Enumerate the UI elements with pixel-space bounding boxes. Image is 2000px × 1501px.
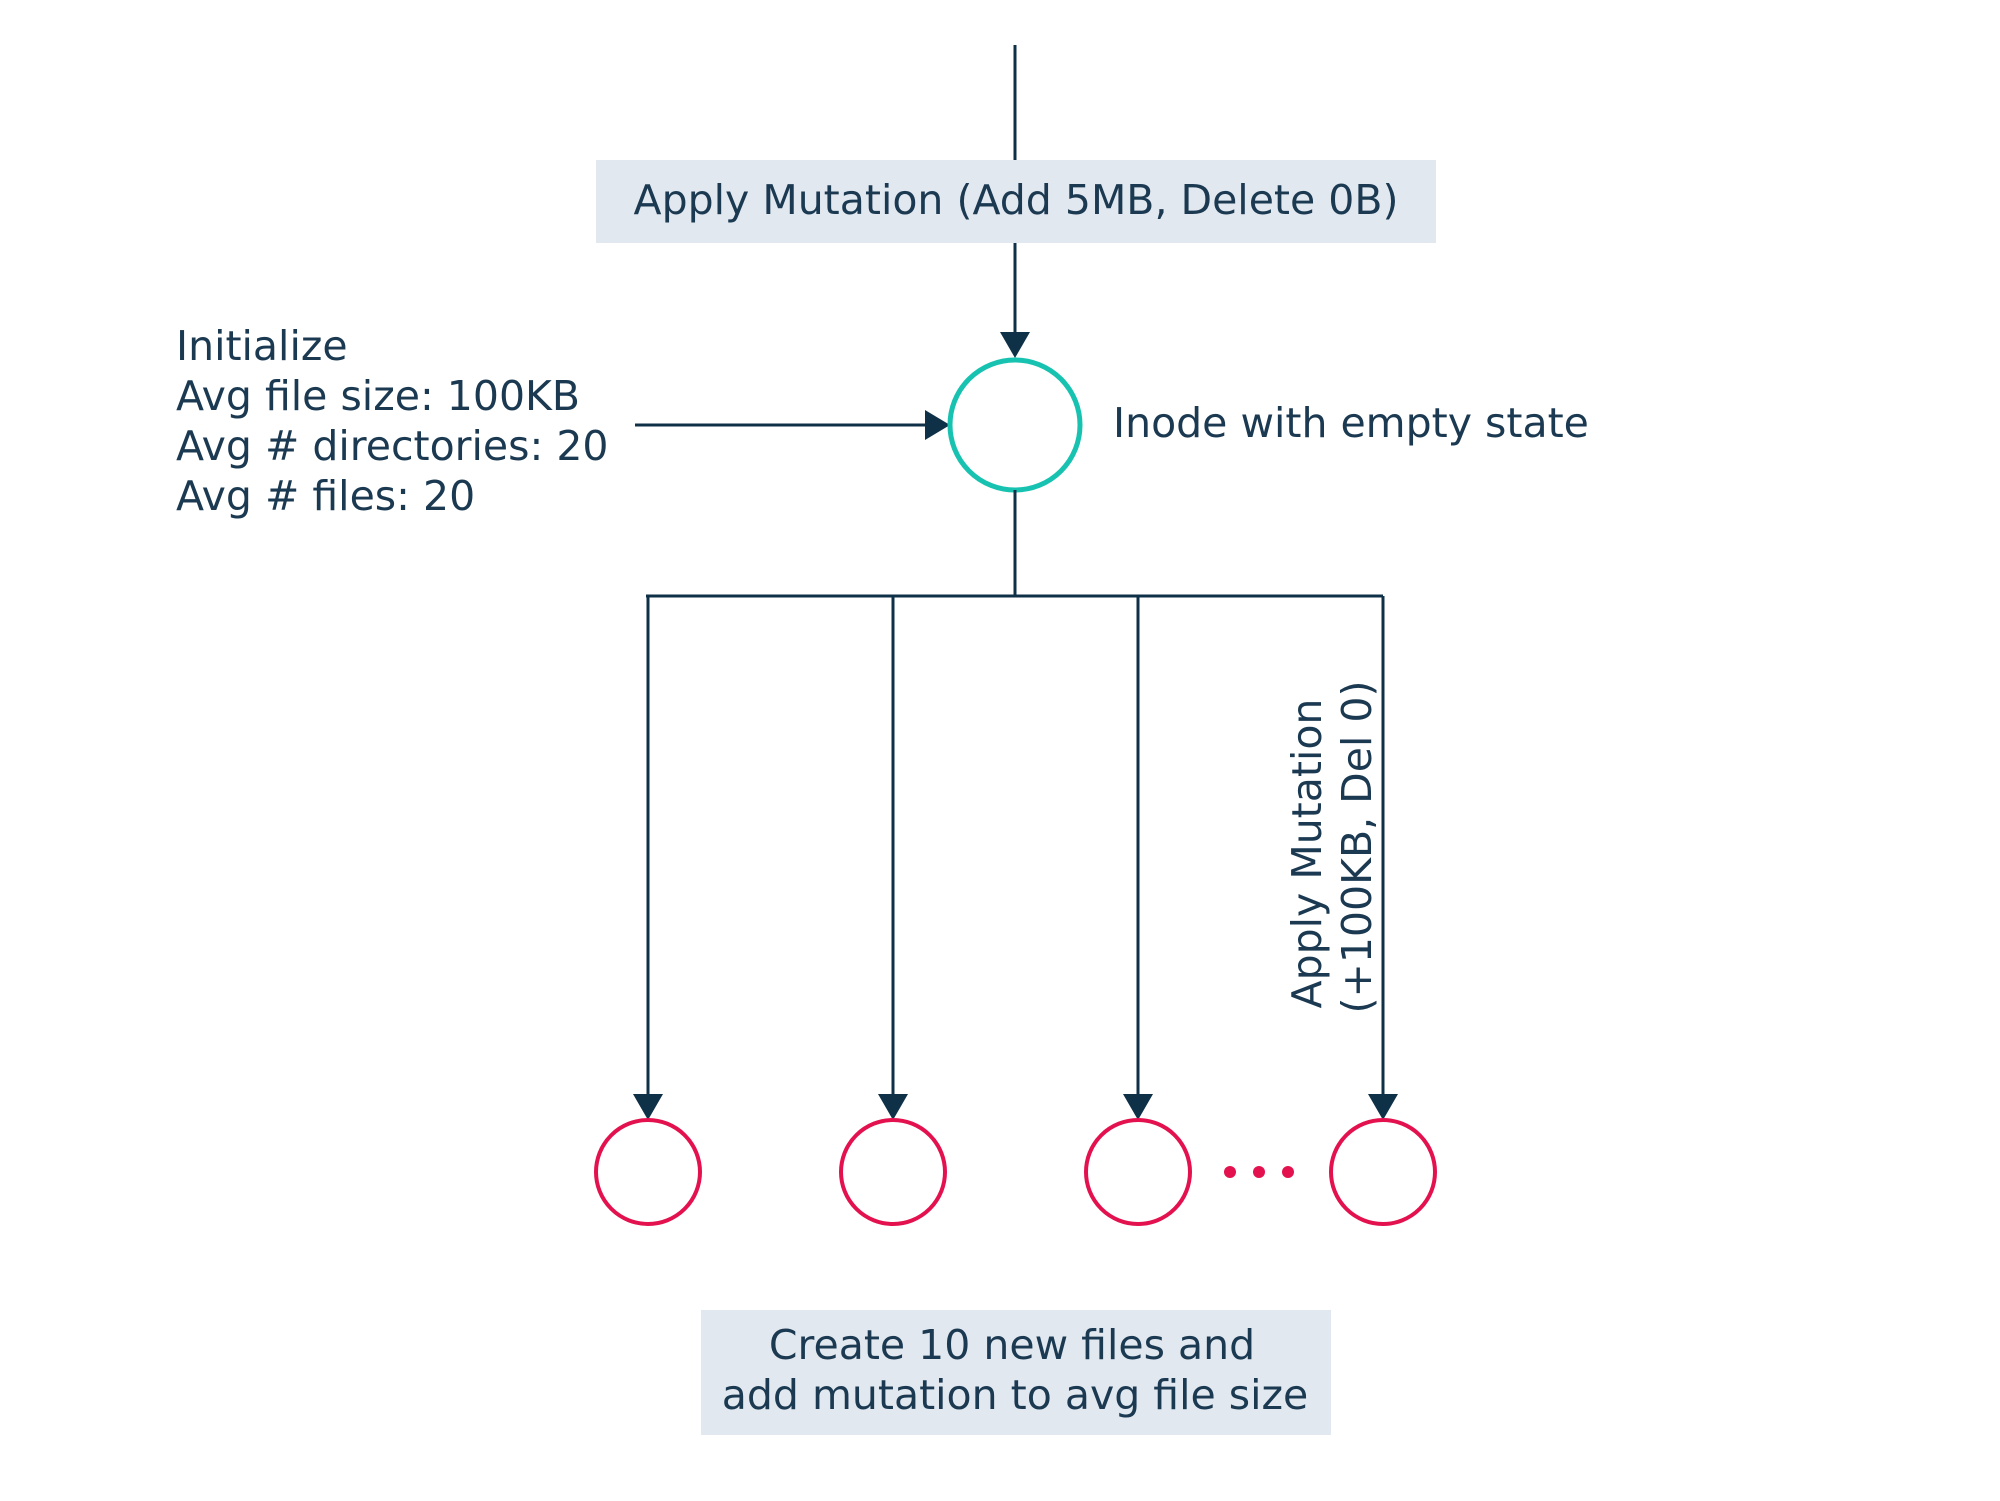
initialize-line-1: Initialize — [176, 322, 348, 370]
bottom-description-box: Create 10 new files and add mutation to … — [701, 1310, 1331, 1435]
ellipsis-dot-1 — [1224, 1166, 1236, 1178]
top-mutation-box: Apply Mutation (Add 5MB, Delete 0B) — [596, 160, 1436, 243]
box-to-node-arrowhead — [1000, 332, 1030, 358]
root-node-label: Inode with empty state — [1113, 399, 1589, 447]
initialize-block: Initialize Avg file size: 100KB Avg # di… — [176, 322, 609, 520]
branch-arrowhead-2 — [878, 1094, 908, 1120]
bottom-description-line-1: Create 10 new files and — [769, 1321, 1255, 1369]
branch-mutation-label: Apply Mutation (+100KB, Del 0) — [1283, 681, 1381, 1014]
branch-arrowhead-1 — [633, 1094, 663, 1120]
initialize-line-2: Avg file size: 100KB — [176, 372, 580, 420]
ellipsis-dot-2 — [1253, 1166, 1265, 1178]
bottom-description-line-2: add mutation to avg file size — [722, 1371, 1309, 1419]
top-mutation-text: Apply Mutation (Add 5MB, Delete 0B) — [634, 176, 1399, 224]
initialize-line-3: Avg # directories: 20 — [176, 422, 609, 470]
init-to-node-arrowhead — [925, 410, 950, 440]
child-file-node-3 — [1084, 1118, 1192, 1226]
branch-mutation-label-line-2: (+100KB, Del 0) — [1333, 681, 1381, 1014]
child-file-node-1 — [594, 1118, 702, 1226]
child-file-node-2 — [839, 1118, 947, 1226]
root-inode-node — [947, 357, 1083, 493]
branch-mutation-label-line-1: Apply Mutation — [1283, 699, 1331, 1009]
ellipsis-dot-3 — [1282, 1166, 1294, 1178]
initialize-line-4: Avg # files: 20 — [176, 472, 475, 520]
ellipsis-dots — [1224, 1166, 1294, 1178]
branch-arrowhead-4 — [1368, 1094, 1398, 1120]
child-file-node-4 — [1329, 1118, 1437, 1226]
branch-arrowhead-3 — [1123, 1094, 1153, 1120]
